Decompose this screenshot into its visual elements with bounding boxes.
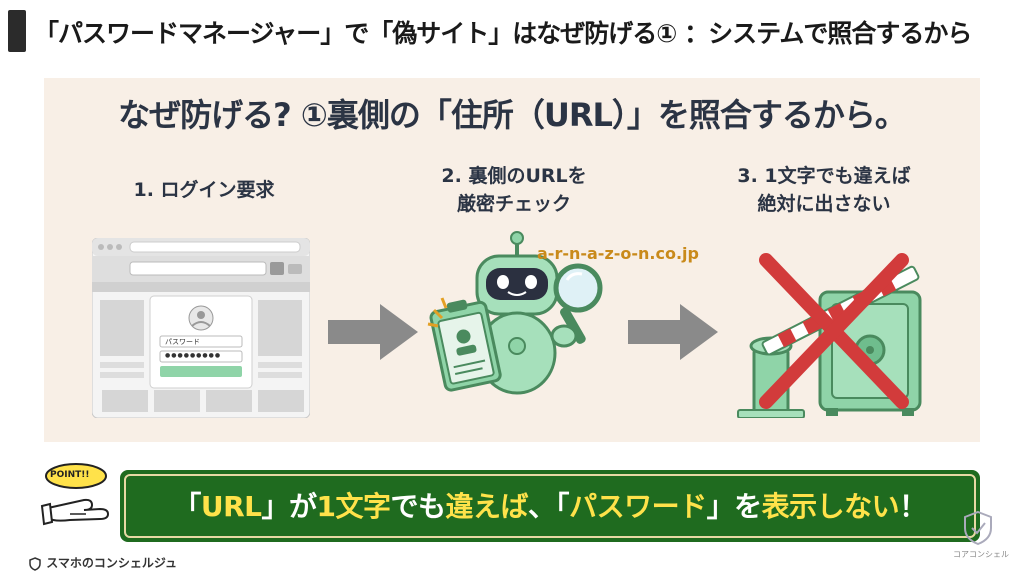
corner-logo-icon: [964, 510, 992, 546]
blocked-safe-icon: [737, 253, 922, 418]
key-message-banner: 「URL」が1文字でも違えば、「パスワード」を表示しない！: [120, 470, 980, 542]
banner-text-7: 、「: [528, 490, 570, 523]
banner-text-10: 表示しない: [761, 490, 900, 523]
password-field-label: パスワード: [165, 338, 200, 346]
banner-text-2: URL: [200, 490, 262, 523]
header: 「パスワードマネージャー」で「偽サイト」はなぜ防げる① ：システムで照合するから: [0, 0, 1024, 62]
banner-text-9: 」を: [706, 490, 763, 523]
step-1-label: 1. ログイン要求: [133, 179, 275, 201]
shield-icon: [29, 556, 41, 571]
footer-logo: スマホのコンシェルジュ: [28, 554, 177, 571]
page-title: 「パスワードマネージャー」で「偽サイト」はなぜ防げる① ：システムで照合するから: [34, 19, 972, 48]
banner-text-1: 「: [173, 490, 201, 523]
banner-text-6: 違えば: [445, 490, 529, 523]
banner-text-11: ！: [899, 490, 927, 523]
robot-inspector-icon: [427, 231, 603, 395]
banner-text: 「URL」が1文字でも違えば、「パスワード」を表示しない！: [120, 485, 980, 525]
point-badge-text: POINT!!: [50, 470, 90, 480]
domain-url: a-r-n-a-z-o-n.co.jp: [537, 244, 699, 263]
browser-mockup: [92, 238, 310, 418]
step-3-label: 3. 1文字でも違えば 絶対に出さない: [737, 165, 911, 215]
banner-border: [124, 474, 976, 538]
password-field-value: ●●●●●●●●●: [165, 352, 222, 359]
banner-text-5: でも: [390, 490, 447, 523]
banner-text-8: パスワード: [569, 490, 707, 523]
arrow-right-icon-2: [628, 304, 718, 360]
slide-title: なぜ防げる? ①裏側の「住所（URL）」を照合するから。: [118, 96, 907, 134]
banner-text-4: 1文字: [316, 490, 391, 523]
step-2-label: 2. 裏側のURLを 厳密チェック: [441, 165, 587, 215]
header-mark: [8, 10, 26, 52]
arrow-right-icon: [328, 304, 418, 360]
corner-logo-text: コアコンシェル: [953, 550, 1009, 559]
banner-text-3: 」が: [261, 490, 318, 523]
footer-logo-text: スマホのコンシェルジュ: [46, 556, 177, 570]
slide: なぜ防げる? ①裏側の「住所（URL）」を照合するから。 1. ログイン要求 2…: [44, 78, 980, 442]
point-hand-icon: [40, 463, 110, 526]
